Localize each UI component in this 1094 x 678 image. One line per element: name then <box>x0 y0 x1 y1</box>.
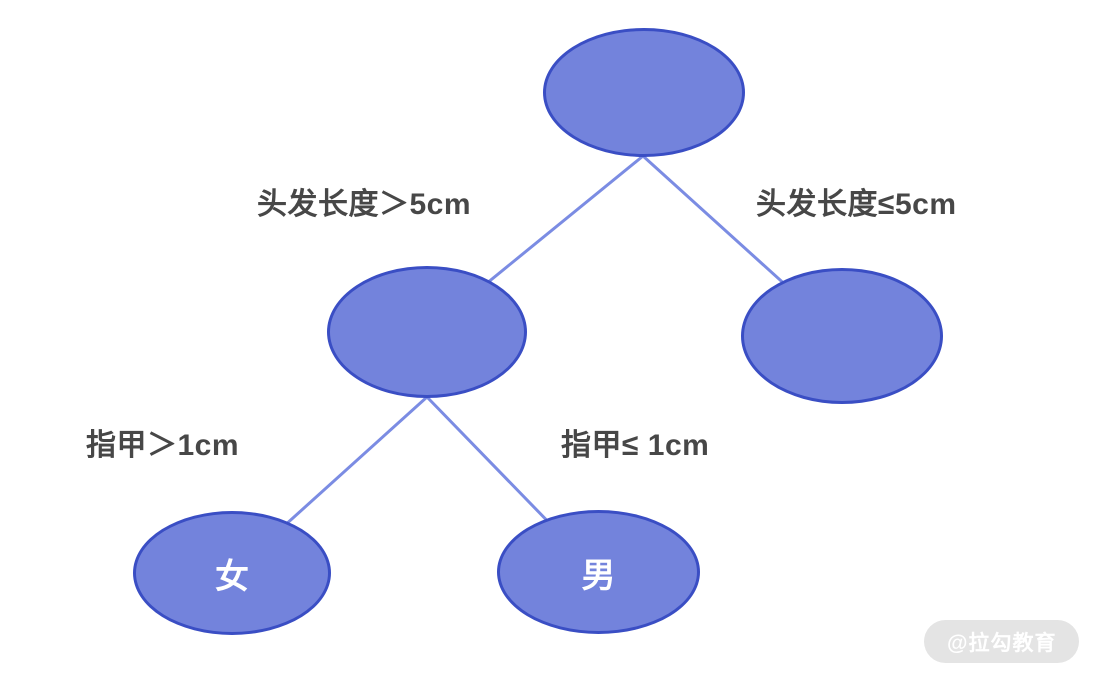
watermark-badge: @拉勾教育 <box>924 620 1080 663</box>
edge-label-nail-gt-1cm: 指甲＞1cm <box>86 429 240 462</box>
node-leaf-female-label: 女 <box>215 557 249 596</box>
edge-label-hair-gt-5cm: 头发长度＞5cm <box>257 188 472 221</box>
node-hair-long <box>327 266 527 398</box>
node-hair-short <box>741 268 943 404</box>
node-root <box>543 28 745 157</box>
node-leaf-female: 女 <box>133 511 331 635</box>
node-leaf-male-label: 男 <box>581 556 616 595</box>
edge-label-nail-le-1cm: 指甲≤ 1cm <box>561 429 710 462</box>
node-leaf-male: 男 <box>497 510 700 634</box>
watermark-text: @拉勾教育 <box>947 631 1057 655</box>
edge-label-hair-le-5cm: 头发长度≤5cm <box>756 188 957 221</box>
